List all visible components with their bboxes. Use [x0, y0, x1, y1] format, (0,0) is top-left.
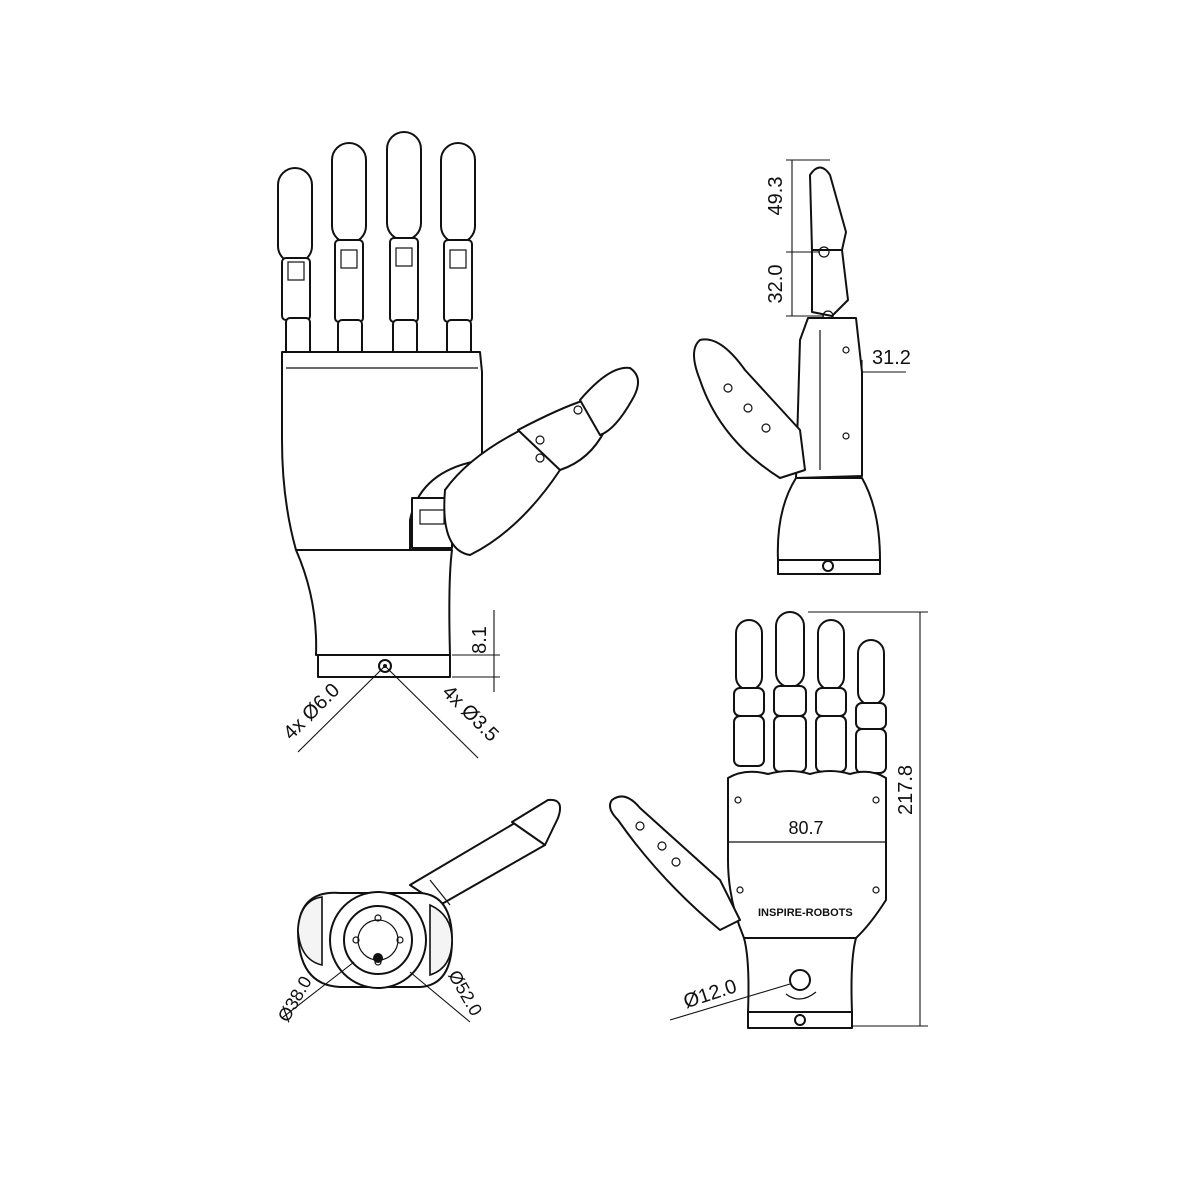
dim-52-0: Ø52.0 — [444, 967, 486, 1019]
dim-holes-3-5: 4x Ø3.5 — [438, 681, 503, 746]
dim-8-1: 8.1 — [469, 626, 491, 654]
side-finger — [809, 166, 847, 251]
front-thumb — [411, 366, 639, 556]
bottom-thumb — [409, 819, 546, 906]
dim-31-2: 31.2 — [872, 347, 911, 369]
dim-holes-6-0: 4x Ø6.0 — [279, 679, 344, 744]
dim-217-8: 217.8 — [895, 765, 917, 815]
side-base — [776, 477, 881, 561]
front-fingers — [277, 131, 476, 361]
bottom-view: Ø38.0 Ø52.0 — [274, 798, 561, 1025]
back-view: INSPIRE-ROBOTS 80.7 217.8 Ø12.0 — [609, 611, 928, 1029]
back-palm — [727, 770, 887, 939]
brand-mark: INSPIRE-ROBOTS — [758, 907, 853, 919]
back-thumb — [609, 795, 741, 931]
dim-finger-segment: 32.0 — [765, 252, 824, 317]
dim-38-0: Ø38.0 — [274, 973, 316, 1025]
front-palm — [281, 351, 483, 551]
side-thumb — [693, 338, 806, 479]
dim-80-7: 80.7 — [788, 818, 823, 838]
dim-32-0: 32.0 — [765, 265, 787, 304]
leader-holes-large: 4x Ø6.0 — [279, 665, 386, 753]
side-view: 49.3 32.0 31.2 — [693, 159, 911, 575]
leader-holes-small: 4x Ø3.5 — [384, 665, 503, 759]
side-palm — [795, 317, 863, 479]
dim-49-3: 49.3 — [765, 177, 787, 216]
front-view: 8.1 4x Ø6.0 4x Ø3.5 — [277, 131, 639, 759]
dim-base-height: 8.1 — [452, 610, 500, 692]
dim-total-length: 217.8 — [808, 611, 928, 1027]
dim-palm-thickness: 31.2 — [861, 347, 911, 380]
dim-palm-width: 80.7 — [728, 818, 886, 843]
dim-fingertip-length: 49.3 — [765, 159, 830, 253]
back-fingers — [733, 611, 887, 774]
front-wrist — [295, 549, 453, 656]
